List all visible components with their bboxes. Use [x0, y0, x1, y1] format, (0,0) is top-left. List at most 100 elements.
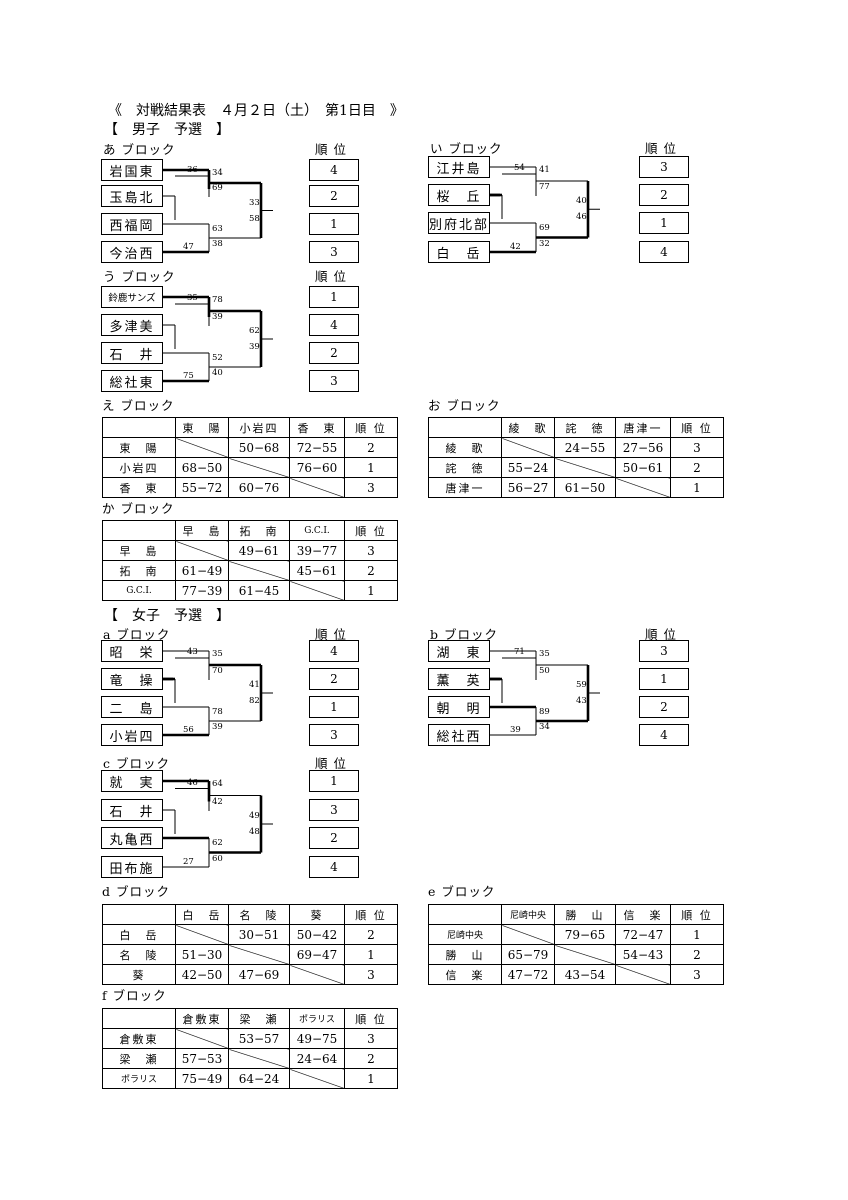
score-cell: 55−24: [501, 457, 555, 478]
score-label: 35: [212, 649, 223, 659]
row-team-name: 香 東: [102, 477, 176, 498]
corner-cell: [428, 417, 502, 438]
column-header: 信 楽: [615, 904, 671, 925]
score-cell: 30−51: [228, 924, 290, 945]
corner-cell: [102, 520, 176, 541]
column-header: 唐津一: [615, 417, 671, 438]
score-label: 75: [183, 371, 194, 381]
diagonal-cell: [289, 580, 345, 601]
score-label: 77: [539, 182, 550, 192]
score-label: 69: [539, 223, 550, 233]
team-name-box: 玉島北: [101, 185, 163, 207]
score-label: 42: [212, 797, 223, 807]
score-label: 43: [576, 696, 587, 706]
rank-cell: 2: [344, 437, 398, 458]
team-name-box: 別府北部: [428, 212, 490, 234]
rank-header: 順 位: [645, 141, 677, 156]
rank-box: 1: [309, 696, 359, 718]
corner-cell: [102, 1008, 176, 1029]
column-header: 葵: [289, 904, 345, 925]
score-cell: 72−47: [615, 924, 671, 945]
league-block-label: え ブロック: [102, 398, 175, 413]
score-cell: 47−69: [228, 964, 290, 985]
diagonal-cell: [615, 964, 671, 985]
row-team-name: 梁 瀬: [102, 1048, 176, 1069]
rank-header: 順 位: [315, 756, 347, 771]
row-team-name: 綾 歌: [428, 437, 502, 458]
score-label: 41: [249, 680, 260, 690]
corner-cell: [102, 417, 176, 438]
rank-box: 1: [309, 286, 359, 308]
rank-box: 2: [639, 696, 689, 718]
column-header: 東 陽: [175, 417, 229, 438]
score-cell: 68−50: [175, 457, 229, 478]
team-name-box: 江井島: [428, 156, 490, 178]
score-cell: 54−43: [615, 944, 671, 965]
rank-box: 2: [309, 827, 359, 849]
diagonal-cell: [615, 477, 671, 498]
score-cell: 69−47: [289, 944, 345, 965]
score-cell: 27−56: [615, 437, 671, 458]
row-team-name: 葵: [102, 964, 176, 985]
score-cell: 76−60: [289, 457, 345, 478]
score-cell: 61−50: [554, 477, 616, 498]
column-header: 香 東: [289, 417, 345, 438]
column-header: 名 陵: [228, 904, 290, 925]
diagonal-cell: [175, 924, 229, 945]
team-name-box: 今治西: [101, 241, 163, 263]
score-cell: 50−61: [615, 457, 671, 478]
score-label: 62: [212, 838, 223, 848]
score-label: 46: [576, 212, 587, 223]
row-team-name: 詫 徳: [428, 457, 502, 478]
score-label: 78: [212, 295, 223, 305]
score-label: 42: [510, 242, 521, 252]
team-name-box: 田布施: [101, 856, 163, 878]
diagonal-cell: [554, 457, 616, 478]
rank-cell: 2: [344, 560, 398, 581]
team-name-box: 湖 東: [428, 640, 490, 662]
score-cell: 64−24: [228, 1068, 290, 1089]
score-label: 59: [576, 680, 587, 690]
diagonal-cell: [501, 924, 555, 945]
team-name-box: 昭 栄: [101, 640, 163, 662]
league-block-label: d ブロック: [102, 884, 170, 899]
score-cell: 72−55: [289, 437, 345, 458]
team-name-box: 白 岳: [428, 241, 490, 263]
rank-cell: 1: [344, 944, 398, 965]
rank-box: 3: [309, 724, 359, 746]
rank-header: 順 位: [670, 417, 724, 438]
rank-box: 4: [309, 640, 359, 662]
rank-header: 順 位: [315, 269, 347, 284]
score-label: 49: [249, 811, 260, 821]
score-cell: 79−65: [554, 924, 616, 945]
team-name-box: 薫 英: [428, 668, 490, 690]
column-header: 尼崎中央: [501, 904, 555, 925]
rank-box: 3: [639, 156, 689, 178]
score-label: 60: [212, 854, 223, 864]
score-label: 69: [212, 183, 223, 193]
bracket-block-label: あ ブロック: [103, 142, 176, 157]
team-name-box: 岩国東: [101, 159, 163, 181]
score-cell: 24−55: [554, 437, 616, 458]
column-header: 綾 歌: [501, 417, 555, 438]
score-cell: 50−42: [289, 924, 345, 945]
score-label: 54: [514, 163, 525, 173]
team-name-box: 多津美: [101, 314, 163, 336]
diagonal-cell: [501, 437, 555, 458]
column-header: 倉敷東: [175, 1008, 229, 1029]
rank-box: 3: [639, 640, 689, 662]
score-label: 39: [212, 722, 223, 732]
league-block-label: e ブロック: [428, 884, 496, 899]
column-header: G.C.I.: [289, 520, 345, 541]
score-label: 40: [212, 368, 223, 378]
diagonal-cell: [289, 477, 345, 498]
